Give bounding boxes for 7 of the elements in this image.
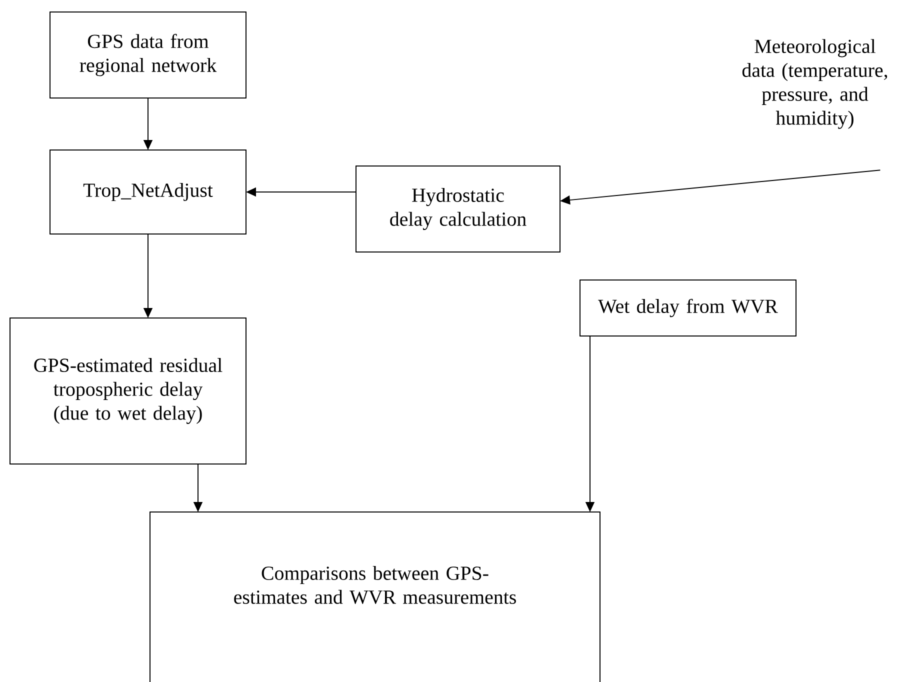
input-text: Meteorological data (temperature, pressure, and humidity) <box>742 39 888 129</box>
process-box: Hydrostatic delay calculation <box>356 166 560 252</box>
process-box: Trop_NetAdjust <box>50 150 246 234</box>
process-box: Wet delay from WVR <box>580 280 796 336</box>
process-box: GPS-estimated residual tropospheric delay (due to wet delay) <box>10 318 246 464</box>
process-box: GPS data from regional network <box>50 12 246 98</box>
process-box: Comparisons between GPS-estimates and WVR measurements <box>150 512 600 682</box>
